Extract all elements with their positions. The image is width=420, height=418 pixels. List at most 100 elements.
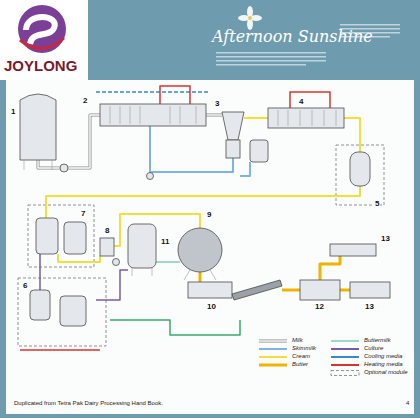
illustration-path: [206, 114, 222, 115]
illustration-path: [24, 160, 216, 280]
illustration-rect: [216, 52, 326, 54]
illustration-rect: [128, 224, 156, 268]
illustration-rect: [64, 222, 86, 254]
illustration-path: [58, 254, 100, 262]
illustration-path: [20, 349, 100, 351]
callout-number: 7: [80, 210, 86, 219]
illustration-rect: [340, 24, 400, 26]
illustration-rect: [100, 104, 206, 126]
callout-number: 9: [206, 211, 212, 220]
illustration-path: [320, 256, 340, 280]
callout-number: 10: [206, 303, 217, 312]
illustration-path: [290, 92, 330, 108]
illustration-circle: [113, 259, 120, 266]
illustration-rect: [330, 244, 376, 256]
illustration-circle: [147, 173, 154, 180]
illustration-g: [238, 6, 262, 30]
illustration-rect: [0, 0, 88, 80]
legend-text: Culture: [364, 345, 383, 352]
callout-number: 5: [374, 200, 380, 209]
illustration-circle: [248, 16, 252, 20]
page-number: 4: [406, 400, 409, 407]
legend-sample: [330, 370, 360, 376]
illustration-path: [110, 106, 196, 124]
illustration-rect: [28, 205, 94, 267]
illustration-rect: [216, 64, 306, 66]
illustration-rect: [268, 108, 344, 128]
legend-sample: [330, 338, 360, 344]
illustration-rect: [60, 296, 86, 326]
illustration-path: [278, 110, 336, 126]
legend-sample: [258, 346, 288, 352]
legend-text: Butter: [292, 361, 308, 368]
illustration-rect: [216, 60, 326, 62]
callout-number: 4: [298, 98, 304, 107]
legend-text: Optional module: [364, 369, 408, 376]
illustration-path: [340, 289, 350, 292]
illustration-path: [46, 186, 360, 218]
illustration-g: [20, 86, 360, 350]
illustration-circle: [60, 164, 68, 172]
illustration-path: [96, 270, 128, 300]
illustration-rect: [350, 282, 390, 298]
legend-text: Cream: [292, 353, 310, 360]
legend-sample: [330, 354, 360, 360]
illustration-circle: [178, 228, 222, 272]
illustration-path: [110, 320, 240, 335]
illustration-rect: [226, 140, 240, 158]
illustration-path: [39, 254, 41, 290]
callout-number: 2: [82, 97, 88, 106]
illustration-rect: [216, 56, 326, 58]
legend-sample: [330, 346, 360, 352]
callout-number: 8: [104, 227, 110, 236]
illustration-rect: [6, 80, 414, 414]
illustration-path: [344, 118, 360, 152]
illustration-rect: [188, 282, 232, 298]
illustration-rect: [18, 278, 106, 346]
brand-name: JOYLONG: [4, 58, 77, 75]
illustration-path: [232, 280, 282, 300]
illustration-path: [156, 261, 180, 263]
illustration-path: [20, 38, 64, 49]
illustration-rect: [250, 140, 268, 162]
callout-number: 6: [22, 282, 28, 291]
illustration-path: [160, 86, 190, 104]
illustration-g: [24, 106, 336, 280]
callout-number: 11: [160, 238, 170, 247]
illustration-circle: [18, 5, 66, 53]
illustration-rect: [30, 290, 50, 320]
legend-sample: [330, 362, 360, 368]
legend-text: Buttermilk: [364, 337, 391, 344]
illustration-path: [96, 91, 210, 93]
callout-number: 3: [214, 100, 220, 109]
legend-text: Heating media: [364, 361, 403, 368]
illustration-g: [18, 145, 384, 346]
legend-sample: [258, 354, 288, 360]
legend-text: Milk: [292, 337, 303, 344]
illustration-path: [26, 17, 55, 44]
illustration-path: [240, 162, 250, 176]
legend-sample: [258, 362, 288, 368]
illustration-path: [282, 289, 300, 292]
illustration-rect: [300, 280, 340, 300]
illustration-rect: [36, 218, 58, 254]
illustration-rect: [350, 152, 370, 186]
callout-number: 13: [364, 303, 375, 312]
illustration-path: [199, 272, 202, 282]
legend-text: Skimmilk: [292, 345, 316, 352]
callout-number: 13: [380, 235, 391, 244]
slogan-text: Afternoon Sunshine: [212, 28, 373, 46]
illustration-path: [20, 94, 56, 160]
callout-number: 12: [314, 303, 325, 312]
illustration-path: [206, 114, 222, 117]
illustration-path: [150, 126, 233, 172]
illustration-g: [20, 94, 390, 326]
legend-text: Cooling media: [364, 353, 402, 360]
callout-number: 1: [10, 108, 16, 117]
illustration-path: [222, 112, 244, 140]
illustration-path: [244, 117, 268, 119]
source-note: Duplicated from Tetra Pak Dairy Processi…: [14, 400, 163, 407]
illustration-rect: [100, 238, 114, 256]
